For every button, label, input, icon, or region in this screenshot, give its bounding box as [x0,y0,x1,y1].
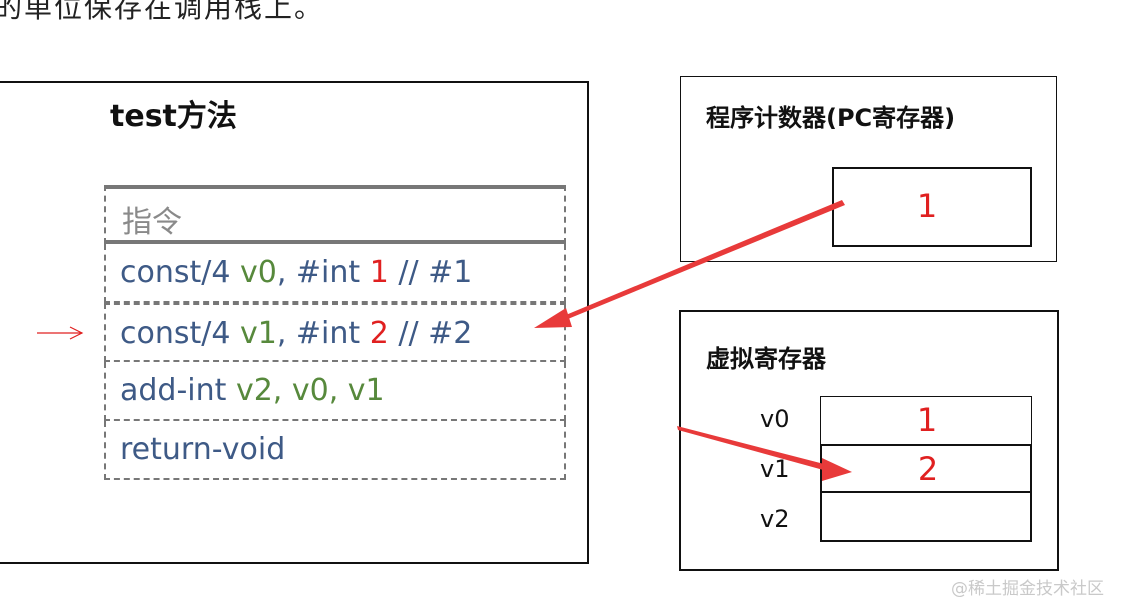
register-label-v0: v0 [760,405,790,433]
instruction-row: const/4 v0, #int 1 // #1 [104,244,566,303]
pc-to-instruction-arrow [534,200,845,328]
instruction-row: add-int v2, v0, v1 [104,362,566,421]
instruction-text: const/4 v0, #int 1 // #1 [120,255,472,290]
register-label-v1: v1 [760,455,790,483]
instruction-header-label: 指令 [122,205,182,240]
instruction-segment: , #int [276,255,370,290]
instruction-segment: v2, v0, v1 [235,373,385,408]
pc-register-title: 程序计数器(PC寄存器) [706,104,956,132]
instruction-segment: add-int [120,373,236,408]
instruction-table: 指令 const/4 v0, #int 1 // #1 const/4 v1, … [104,185,566,485]
instruction-header: 指令 [104,185,566,244]
instruction-segment: 1 [369,255,389,290]
current-instruction-arrow [37,326,84,340]
register-cell-v0: 1 [820,396,1032,445]
method-box [0,81,589,564]
instruction-row: const/4 v1, #int 2 // #2 [104,303,566,362]
instruction-row: return-void [104,421,566,480]
register-label-v2: v2 [760,505,790,533]
instruction-segment: const/4 [120,255,240,290]
register-value-v0: 1 [916,401,938,439]
instruction-segment: , #int [276,316,370,351]
register-value-v1: 2 [917,450,939,488]
virtual-register-box [679,310,1059,571]
instruction-text: return-void [120,432,285,467]
virtual-register-title: 虚拟寄存器 [706,345,826,373]
instruction-segment: v0 [240,255,277,290]
watermark: @稀土掘金技术社区 [951,579,1104,599]
instruction-segment: const/4 [120,316,240,351]
instruction-segment: return-void [120,432,286,467]
method-title: test方法 [110,99,237,134]
instruction-segment: // #2 [388,316,473,351]
instruction-text: const/4 v1, #int 2 // #2 [120,316,472,351]
instruction-segment: // #1 [388,255,473,290]
register-cell-v2 [820,493,1032,542]
pc-value: 1 [916,187,938,225]
instruction-text: add-int v2, v0, v1 [120,373,385,408]
top-text: 的单位保存在调用栈上。 [0,0,325,24]
instruction-segment: v1 [240,316,277,351]
pc-register-box [680,76,1057,262]
instruction-segment: 2 [369,316,389,351]
instruction-to-register-arrow [677,426,852,481]
